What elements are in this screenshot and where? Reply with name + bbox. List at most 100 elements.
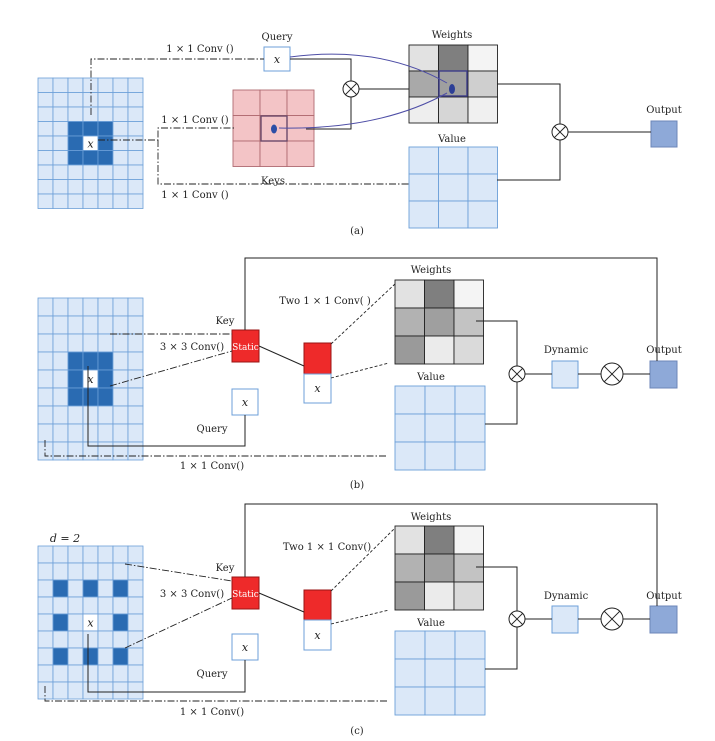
panel-b-connectors: [87, 257, 658, 447]
value-label: Value: [437, 134, 466, 145]
value-cell: [394, 630, 426, 660]
feature-cell: [67, 315, 84, 335]
feature-cell: [127, 297, 144, 317]
query-x-symbol: x: [242, 641, 249, 654]
feature-cell: [112, 369, 129, 389]
value-cell: [467, 200, 498, 229]
center-x-symbol: x: [87, 137, 94, 150]
feature-cell: [82, 150, 99, 166]
feature-cell: [52, 315, 69, 335]
feature-cell: [52, 613, 69, 632]
value-cell: [424, 441, 456, 471]
panel-a: x x Query Keys Weights Value Output: [37, 30, 682, 237]
feature-cell: [37, 135, 54, 151]
conv-3x3-label: 3 × 3 Conv(): [160, 589, 224, 600]
conv-label-mid: 1 × 1 Conv (): [161, 115, 228, 126]
feature-cell: [37, 106, 54, 122]
feature-cell: [37, 664, 54, 683]
feature-cell: [52, 333, 69, 353]
center-x-symbol: x: [87, 617, 94, 630]
value-cell: [467, 146, 498, 175]
value-cell: [424, 658, 456, 688]
feature-cell: [67, 135, 84, 151]
feature-cell: [112, 121, 129, 137]
feature-cell: [67, 596, 84, 615]
feature-cell: [82, 562, 99, 581]
feature-cell: [112, 647, 129, 666]
feature-cell: [112, 423, 129, 443]
weight-cell: [438, 44, 469, 72]
feature-cell: [97, 351, 114, 371]
feature-cell: [52, 387, 69, 407]
feature-cell: [127, 164, 144, 180]
value-cell: [408, 200, 439, 229]
feature-cell: [112, 681, 129, 700]
weights-grid: [394, 279, 484, 365]
panel-a-dashdot-connectors: [90, 58, 409, 185]
panel-c-dashdot-connectors: [44, 563, 388, 702]
feature-cell: [67, 647, 84, 666]
feature-cell: [67, 121, 84, 137]
input-feature-grid: x: [37, 297, 144, 461]
multiply-node-1: [508, 365, 526, 383]
projection-x-symbol: x: [314, 629, 321, 642]
feature-cell: [112, 545, 129, 564]
query-label: Query: [197, 669, 228, 680]
multiply-node-1: [508, 610, 526, 628]
weight-cell: [453, 553, 484, 583]
key-dot: [271, 124, 277, 134]
feature-cell: [127, 387, 144, 407]
feature-cell: [127, 647, 144, 666]
feature-cell: [67, 562, 84, 581]
weight-cell: [453, 525, 484, 555]
feature-cell: [112, 315, 129, 335]
weight-cell: [467, 96, 498, 124]
feature-cell: [97, 613, 114, 632]
value-cell: [408, 173, 439, 202]
feature-cell: [127, 92, 144, 108]
value-cell: [454, 385, 486, 415]
static-key-box: [231, 329, 260, 363]
feature-cell: [67, 150, 84, 166]
conv-3x3-label: 3 × 3 Conv(): [160, 342, 224, 353]
feature-cell: [127, 664, 144, 683]
feature-cell: [52, 630, 69, 649]
feature-cell: [37, 333, 54, 353]
feature-cell: [127, 351, 144, 371]
value-cell: [394, 441, 426, 471]
value-cell: [454, 413, 486, 443]
projection-red-box: [303, 589, 332, 621]
projection-query-box: [303, 373, 332, 404]
weights-grid: [408, 44, 498, 124]
weight-cell: [424, 525, 455, 555]
keys-label: Keys: [261, 176, 285, 187]
value-cell: [394, 686, 426, 716]
feature-cell: [97, 562, 114, 581]
feature-cell: [37, 77, 54, 93]
feature-cell: [97, 193, 114, 209]
feature-cell: [112, 579, 129, 598]
feature-cell: [37, 423, 54, 443]
feature-cell: [127, 562, 144, 581]
feature-cell: [127, 423, 144, 443]
feature-cell: [127, 579, 144, 598]
two-conv-label: Two 1 × 1 Conv(): [283, 542, 371, 553]
feature-cell: [112, 135, 129, 151]
feature-cell: [82, 405, 99, 425]
feature-cell: [37, 562, 54, 581]
value-grid: [394, 630, 486, 716]
feature-cell: [37, 681, 54, 700]
feature-cell: [112, 179, 129, 195]
feature-cell: [82, 579, 99, 598]
feature-cell: [97, 77, 114, 93]
weight-cell: [424, 307, 455, 337]
feature-cell: [82, 121, 99, 137]
static-label: Static: [232, 343, 259, 353]
weight-dot: [449, 84, 455, 94]
feature-cell: [67, 297, 84, 317]
key-cell: [232, 115, 261, 142]
static-key-box: [231, 576, 260, 610]
feature-cell: [82, 681, 99, 700]
feature-cell: [37, 613, 54, 632]
